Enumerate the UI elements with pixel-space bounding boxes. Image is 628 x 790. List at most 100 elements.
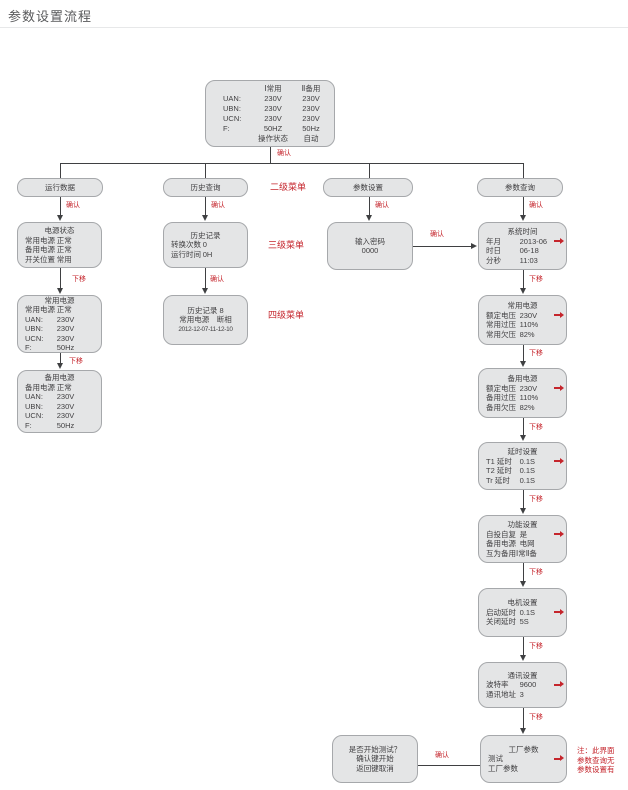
box-cell-label: 时日 bbox=[486, 246, 501, 255]
note-text: 注：此界面参数查询无参数设置有 bbox=[577, 746, 615, 775]
box-menu-run-data: 运行数据 bbox=[17, 178, 103, 197]
box-cell-label: 常用过压 bbox=[486, 320, 516, 329]
box-line: 0000 bbox=[361, 246, 379, 255]
box-cell: 230V bbox=[302, 113, 320, 123]
arrow-down-icon bbox=[366, 215, 372, 221]
box-title: 系统时间 bbox=[507, 227, 538, 236]
box-line: 运行数据 bbox=[45, 182, 75, 192]
box-cell-value: 3 bbox=[519, 689, 524, 699]
connector-label: 确认 bbox=[529, 202, 543, 209]
arrow-down-icon bbox=[520, 728, 526, 734]
box-line: 历史查询 bbox=[190, 182, 221, 192]
box-cell-label: 常用电源 bbox=[25, 305, 55, 314]
box-cell-value: 9600 bbox=[519, 680, 537, 690]
box-cell-value: 0 bbox=[202, 240, 207, 250]
menu-level-label: 四级菜单 bbox=[268, 310, 305, 320]
box-cell: UBN: bbox=[223, 103, 241, 113]
box-cell-label: 自投自复 bbox=[486, 529, 516, 539]
box-cell-value: 正常 bbox=[56, 235, 72, 245]
box-title: 历史记录 bbox=[190, 230, 221, 240]
red-arrow-icon bbox=[554, 311, 564, 319]
connector-label: 确认 bbox=[277, 150, 291, 157]
box-cell: F: bbox=[223, 123, 230, 133]
box-cell-value: 230V bbox=[56, 333, 75, 343]
box-row: 自投自复是 bbox=[486, 529, 564, 540]
connector-line bbox=[60, 353, 61, 364]
box-cell-value: 5S bbox=[519, 617, 529, 627]
red-arrow-icon bbox=[554, 457, 564, 465]
box-cell: UAN: bbox=[223, 93, 241, 103]
arrow-down-icon bbox=[520, 655, 526, 661]
box-cell-value: 230V bbox=[56, 392, 75, 401]
box-line: 历史记录 8 bbox=[187, 305, 224, 315]
box-title: 功能设置 bbox=[507, 520, 538, 529]
box-cell-label: 常用电源 bbox=[25, 235, 55, 245]
connector-label: 确认 bbox=[430, 231, 444, 238]
box-row: 备用电源正常 bbox=[25, 383, 94, 393]
box-line: 互为备用Ⅰ常Ⅱ备 bbox=[486, 548, 537, 558]
connector-label: 下移 bbox=[72, 276, 86, 283]
box-cell-label: 波特率 bbox=[486, 680, 509, 690]
connector-line bbox=[60, 163, 61, 178]
connector-line bbox=[523, 490, 524, 509]
box-line: 常用电源 断相 bbox=[179, 315, 232, 325]
box-cell-label: UBN: bbox=[25, 324, 43, 333]
arrow-right-icon bbox=[471, 243, 477, 249]
connector-label: 下移 bbox=[529, 424, 543, 431]
box-cell-value: 0.1S bbox=[519, 466, 536, 475]
box-cell: Ⅰ常用 bbox=[264, 83, 282, 93]
arrow-down-icon bbox=[202, 288, 208, 294]
note-line: 注：此界面 bbox=[577, 746, 615, 755]
box-cell-label: 工厂参数 bbox=[488, 763, 518, 773]
box-cell-value: 正常 bbox=[56, 382, 72, 392]
menu-level-label: 三级菜单 bbox=[268, 240, 305, 250]
box-menu-param-settings: 参数设置 bbox=[323, 178, 413, 197]
arrow-down-icon bbox=[57, 363, 63, 369]
box-row: 操作状态自动 bbox=[213, 134, 327, 144]
box-test-confirm: 是否开始测试？确认键开始返回键取消 bbox=[332, 735, 418, 783]
connector-label: 确认 bbox=[66, 202, 80, 209]
box-cell-label: 年月 bbox=[486, 236, 501, 246]
box-title: 备用电源 bbox=[44, 373, 75, 382]
box-cell-value bbox=[521, 764, 559, 774]
arrow-down-icon bbox=[520, 215, 526, 221]
box-cell-label: 分秒 bbox=[486, 255, 501, 265]
connector-label: 下移 bbox=[529, 496, 543, 503]
box-cell-value: 110% bbox=[519, 320, 539, 329]
box-cell-value: 50Hz bbox=[56, 420, 75, 430]
connector-line bbox=[523, 163, 524, 178]
arrow-down-icon bbox=[520, 288, 526, 294]
box-title: 常用电源 bbox=[44, 295, 75, 305]
box-cell-value: 230V bbox=[56, 411, 75, 420]
connector-line bbox=[523, 418, 524, 436]
box-cell-label: 常用欠压 bbox=[486, 329, 516, 339]
box-menu-param-query: 参数查询 bbox=[477, 178, 563, 197]
box-cell-label: 额定电压 bbox=[486, 383, 516, 393]
box-cell-label: F: bbox=[25, 343, 32, 352]
box-cell-label: 测试 bbox=[488, 754, 503, 764]
box-cell: Ⅱ备用 bbox=[301, 83, 321, 93]
box-cell-value: 0.1S bbox=[519, 475, 536, 485]
box-cell: 自动 bbox=[303, 133, 319, 143]
connector-label: 确认 bbox=[375, 202, 389, 209]
box-title: 工厂参数 bbox=[508, 744, 539, 754]
